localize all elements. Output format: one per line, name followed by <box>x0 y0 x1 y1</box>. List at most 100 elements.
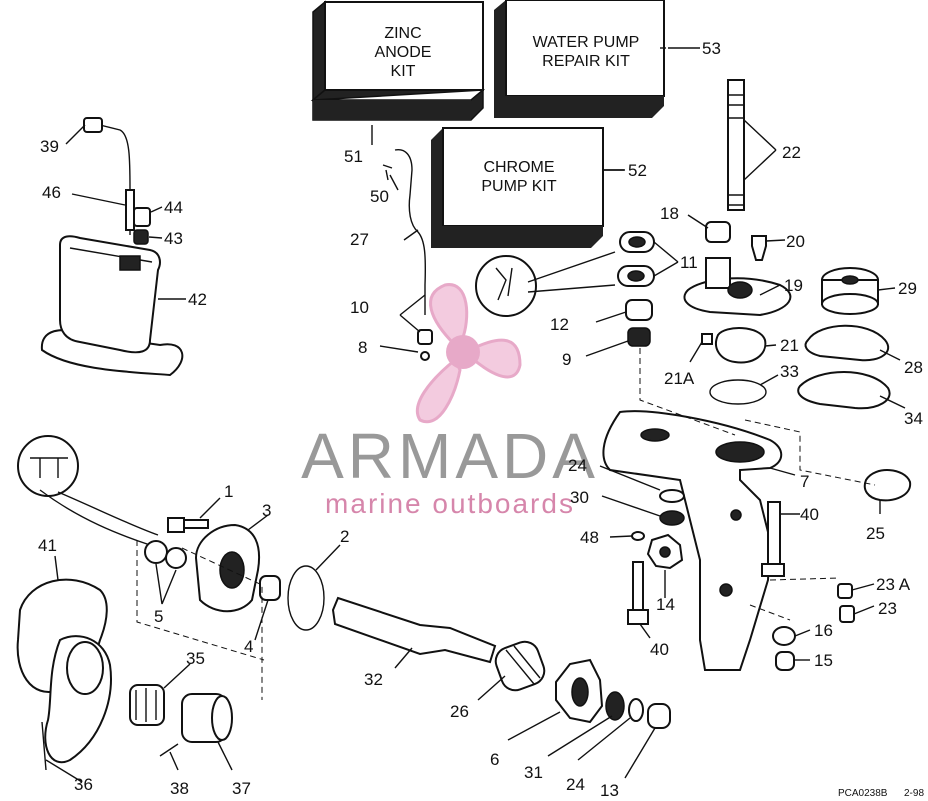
label-1: 1 <box>224 482 233 501</box>
part-8 <box>420 351 430 361</box>
label-29: 29 <box>898 279 917 298</box>
label-24-upper: 24 <box>568 456 587 475</box>
propeller-logo <box>415 283 522 424</box>
part-5a <box>144 540 168 564</box>
label-35: 35 <box>186 649 205 668</box>
part-24-thrust-washer <box>628 698 644 722</box>
water-pump-kit-line-1: WATER PUMP <box>533 34 640 51</box>
label-48: 48 <box>580 528 599 547</box>
part-39 <box>83 117 103 133</box>
drawing-code: PCA0238B <box>838 788 888 799</box>
shift-rod-assembly <box>382 148 433 361</box>
part-12 <box>625 299 653 321</box>
driveshaft-22 <box>727 79 745 211</box>
detail-circle-upper <box>475 251 616 317</box>
part-18 <box>705 221 731 243</box>
water-pump-kit-box: WATER PUMP REPAIR KIT <box>494 0 665 118</box>
label-4: 4 <box>244 637 253 656</box>
part-28-plate <box>804 324 890 362</box>
label-12: 12 <box>550 315 569 334</box>
part-13 <box>647 703 671 729</box>
zinc-kit-line-1: ZINC <box>384 25 421 42</box>
armada-watermark: ARMADA marine outboards <box>301 283 595 519</box>
label-10: 10 <box>350 298 369 317</box>
part-37-thrust-hub <box>181 693 233 743</box>
left-lower-parts <box>16 435 325 771</box>
part-29-pump-cup <box>821 267 879 315</box>
part-43 <box>133 229 149 245</box>
center-lower-parts <box>627 489 685 625</box>
part-42-housing <box>40 235 184 377</box>
part-21-impeller <box>701 327 767 364</box>
part-32-propshaft <box>331 596 497 664</box>
label-16: 16 <box>814 621 833 640</box>
label-43: 43 <box>164 229 183 248</box>
label-39: 39 <box>40 137 59 156</box>
label-11: 11 <box>680 253 698 272</box>
label-19: 19 <box>784 276 803 295</box>
part-36-cotter <box>41 721 47 771</box>
part-38-pin <box>159 743 179 757</box>
part-30 <box>659 510 685 526</box>
label-8: 8 <box>358 338 367 357</box>
label-46: 46 <box>42 183 61 202</box>
part-3-bearing-housing <box>194 523 260 613</box>
label-2: 2 <box>340 527 349 546</box>
label-31: 31 <box>524 763 543 782</box>
part-40-lower-bolt <box>632 561 644 611</box>
part-48 <box>631 531 645 541</box>
watermark-tagline: marine outboards <box>325 488 575 519</box>
part-31 <box>605 691 625 721</box>
part-34-gasket <box>797 371 891 410</box>
label-38: 38 <box>170 779 189 798</box>
guide-lines <box>136 348 876 700</box>
label-14: 14 <box>656 595 675 614</box>
zinc-anode-kit-box: ZINC ANODE KIT <box>310 0 486 121</box>
part-41-propeller <box>16 578 112 764</box>
label-6: 6 <box>490 750 499 769</box>
part-1-screw <box>167 517 209 533</box>
part-5b <box>165 547 187 569</box>
detail-circle-lower <box>17 435 159 546</box>
water-tube-assembly <box>83 117 151 245</box>
label-26: 26 <box>450 702 469 721</box>
part-10 <box>417 329 433 345</box>
label-7: 7 <box>800 472 809 491</box>
right-small-parts <box>761 469 912 671</box>
chrome-kit-line-1: CHROME <box>483 159 554 176</box>
part-19-pump-housing <box>683 257 792 317</box>
propshaft-parts <box>331 596 671 729</box>
part-16 <box>772 626 796 646</box>
label-25: 25 <box>866 524 885 543</box>
part-4 <box>259 575 281 601</box>
label-33: 33 <box>780 362 799 381</box>
label-36: 36 <box>74 775 93 794</box>
label-34: 34 <box>904 409 923 428</box>
label-15: 15 <box>814 651 833 670</box>
label-37: 37 <box>232 779 251 798</box>
part-2-o-ring <box>287 565 325 631</box>
drawing-reference: PCA0238B 2-98 <box>838 788 924 799</box>
label-9: 9 <box>562 350 571 369</box>
part-40-upper-bolt <box>767 501 781 565</box>
part-6-forward-gear <box>555 658 604 724</box>
pump-parts <box>683 221 891 410</box>
label-30: 30 <box>570 488 589 507</box>
label-44: 44 <box>164 198 183 217</box>
zinc-kit-line-3: KIT <box>391 63 416 80</box>
part-number-labels: 1 2 3 4 5 6 7 8 9 10 11 12 13 14 15 16 1… <box>38 39 923 800</box>
label-21a: 21A <box>664 369 695 388</box>
part-14-pinion <box>646 533 684 570</box>
part-20 <box>751 235 767 261</box>
label-52: 52 <box>628 161 647 180</box>
part-15 <box>775 651 795 671</box>
label-5: 5 <box>154 607 163 626</box>
part-24-washer <box>659 489 685 503</box>
label-40-bottom: 40 <box>650 640 669 659</box>
part-21a <box>701 333 713 345</box>
label-51: 51 <box>344 147 363 166</box>
label-50: 50 <box>370 187 389 206</box>
part-44 <box>133 207 151 227</box>
